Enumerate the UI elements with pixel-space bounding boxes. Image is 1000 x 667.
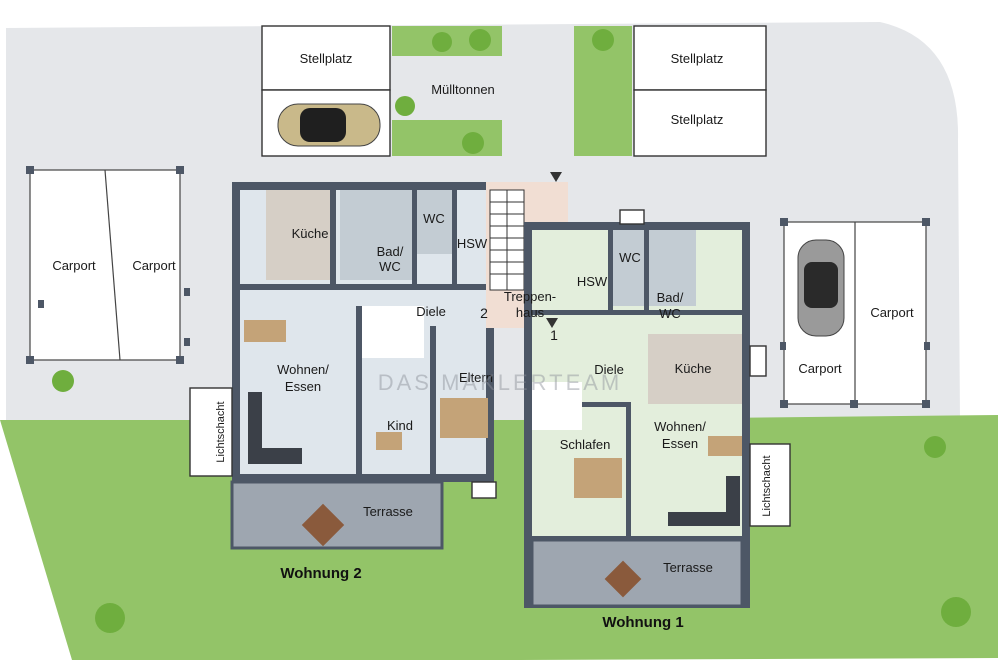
label-wohnen-w1-line1: Wohnen/ — [654, 419, 706, 434]
label-treppenhaus-line2: haus — [516, 305, 545, 320]
label-carport-1: Carport — [52, 258, 96, 273]
window-well — [619, 209, 645, 225]
label-stellplatz-left: Stellplatz — [300, 51, 353, 66]
label-wc-w1: WC — [619, 250, 641, 265]
bush-icon — [592, 29, 614, 51]
car-icon-right — [797, 239, 845, 337]
label-treppenhaus-line1: Treppen- — [504, 289, 556, 304]
stairs-lines — [490, 190, 524, 290]
label-wohnen-w2-line2: Essen — [285, 379, 321, 394]
bush-icon — [462, 132, 484, 154]
lichtschacht-left — [189, 387, 233, 477]
label-bad-wc-w1-line2: WC — [659, 306, 681, 321]
bush-icon — [95, 603, 125, 633]
label-wohnung-2: Wohnung 2 — [280, 565, 361, 582]
entrance-arrow-icon — [550, 172, 562, 182]
bush-icon — [941, 597, 971, 627]
label-wohnen-w1-line2: Essen — [662, 436, 698, 451]
watermark: DAS MAKLERTEAM — [378, 370, 623, 395]
terrace-table-icon — [604, 560, 642, 598]
lichtschacht-right — [749, 443, 791, 527]
label-stellplatz-right-bottom: Stellplatz — [671, 112, 724, 127]
label-diele-w1: Diele — [594, 362, 624, 377]
label-stellplatz-right-top: Stellplatz — [671, 51, 724, 66]
entrance-arrow-icon — [546, 318, 558, 328]
label-kueche-w1: Küche — [675, 361, 712, 376]
terrasse-right — [530, 538, 744, 608]
bush-icon — [924, 436, 946, 458]
label-carport-3: Carport — [870, 305, 914, 320]
stellplatz-3 — [633, 89, 767, 157]
label-wohnen-w2-line1: Wohnen/ — [277, 362, 329, 377]
label-carport-2: Carport — [132, 258, 176, 273]
label-kueche-w2: Küche — [292, 226, 329, 241]
label-lichtschacht-right: Lichtschacht — [761, 455, 773, 516]
label-muelltonnen: Mülltonnen — [431, 82, 495, 97]
label-hsw-w2: HSW — [457, 236, 488, 251]
label-entrance-2: 2 — [480, 305, 488, 321]
window-well — [749, 345, 767, 377]
label-bad-wc-w2-line1: Bad/ — [377, 244, 404, 259]
bush-icon — [432, 32, 452, 52]
label-terrasse-w2: Terrasse — [363, 504, 413, 519]
carport-left — [29, 169, 181, 361]
label-terrasse-w1: Terrasse — [663, 560, 713, 575]
label-eltern: Eltern — [459, 370, 493, 385]
label-entrance-1: 1 — [550, 327, 558, 343]
label-wc-w2: WC — [423, 211, 445, 226]
label-diele-w2: Diele — [416, 304, 446, 319]
label-wohnung-1: Wohnung 1 — [602, 614, 683, 631]
car-icon — [277, 103, 381, 147]
wohnung-2 — [232, 182, 494, 482]
label-hsw-w1: HSW — [577, 274, 608, 289]
window-well — [471, 481, 497, 499]
label-kind: Kind — [387, 418, 413, 433]
stellplatz-1 — [261, 25, 391, 91]
bush-icon — [52, 370, 74, 392]
label-carport-4: Carport — [798, 361, 842, 376]
terrasse-left — [230, 480, 444, 550]
label-bad-wc-w2-line2: WC — [379, 259, 401, 274]
label-bad-wc-w1-line1: Bad/ — [657, 290, 684, 305]
stellplatz-2 — [633, 25, 767, 91]
bush-group — [52, 29, 971, 633]
bush-icon — [395, 96, 415, 116]
label-schlafen: Schlafen — [560, 437, 611, 452]
label-lichtschacht-left: Lichtschacht — [215, 401, 227, 462]
bush-icon — [469, 29, 491, 51]
